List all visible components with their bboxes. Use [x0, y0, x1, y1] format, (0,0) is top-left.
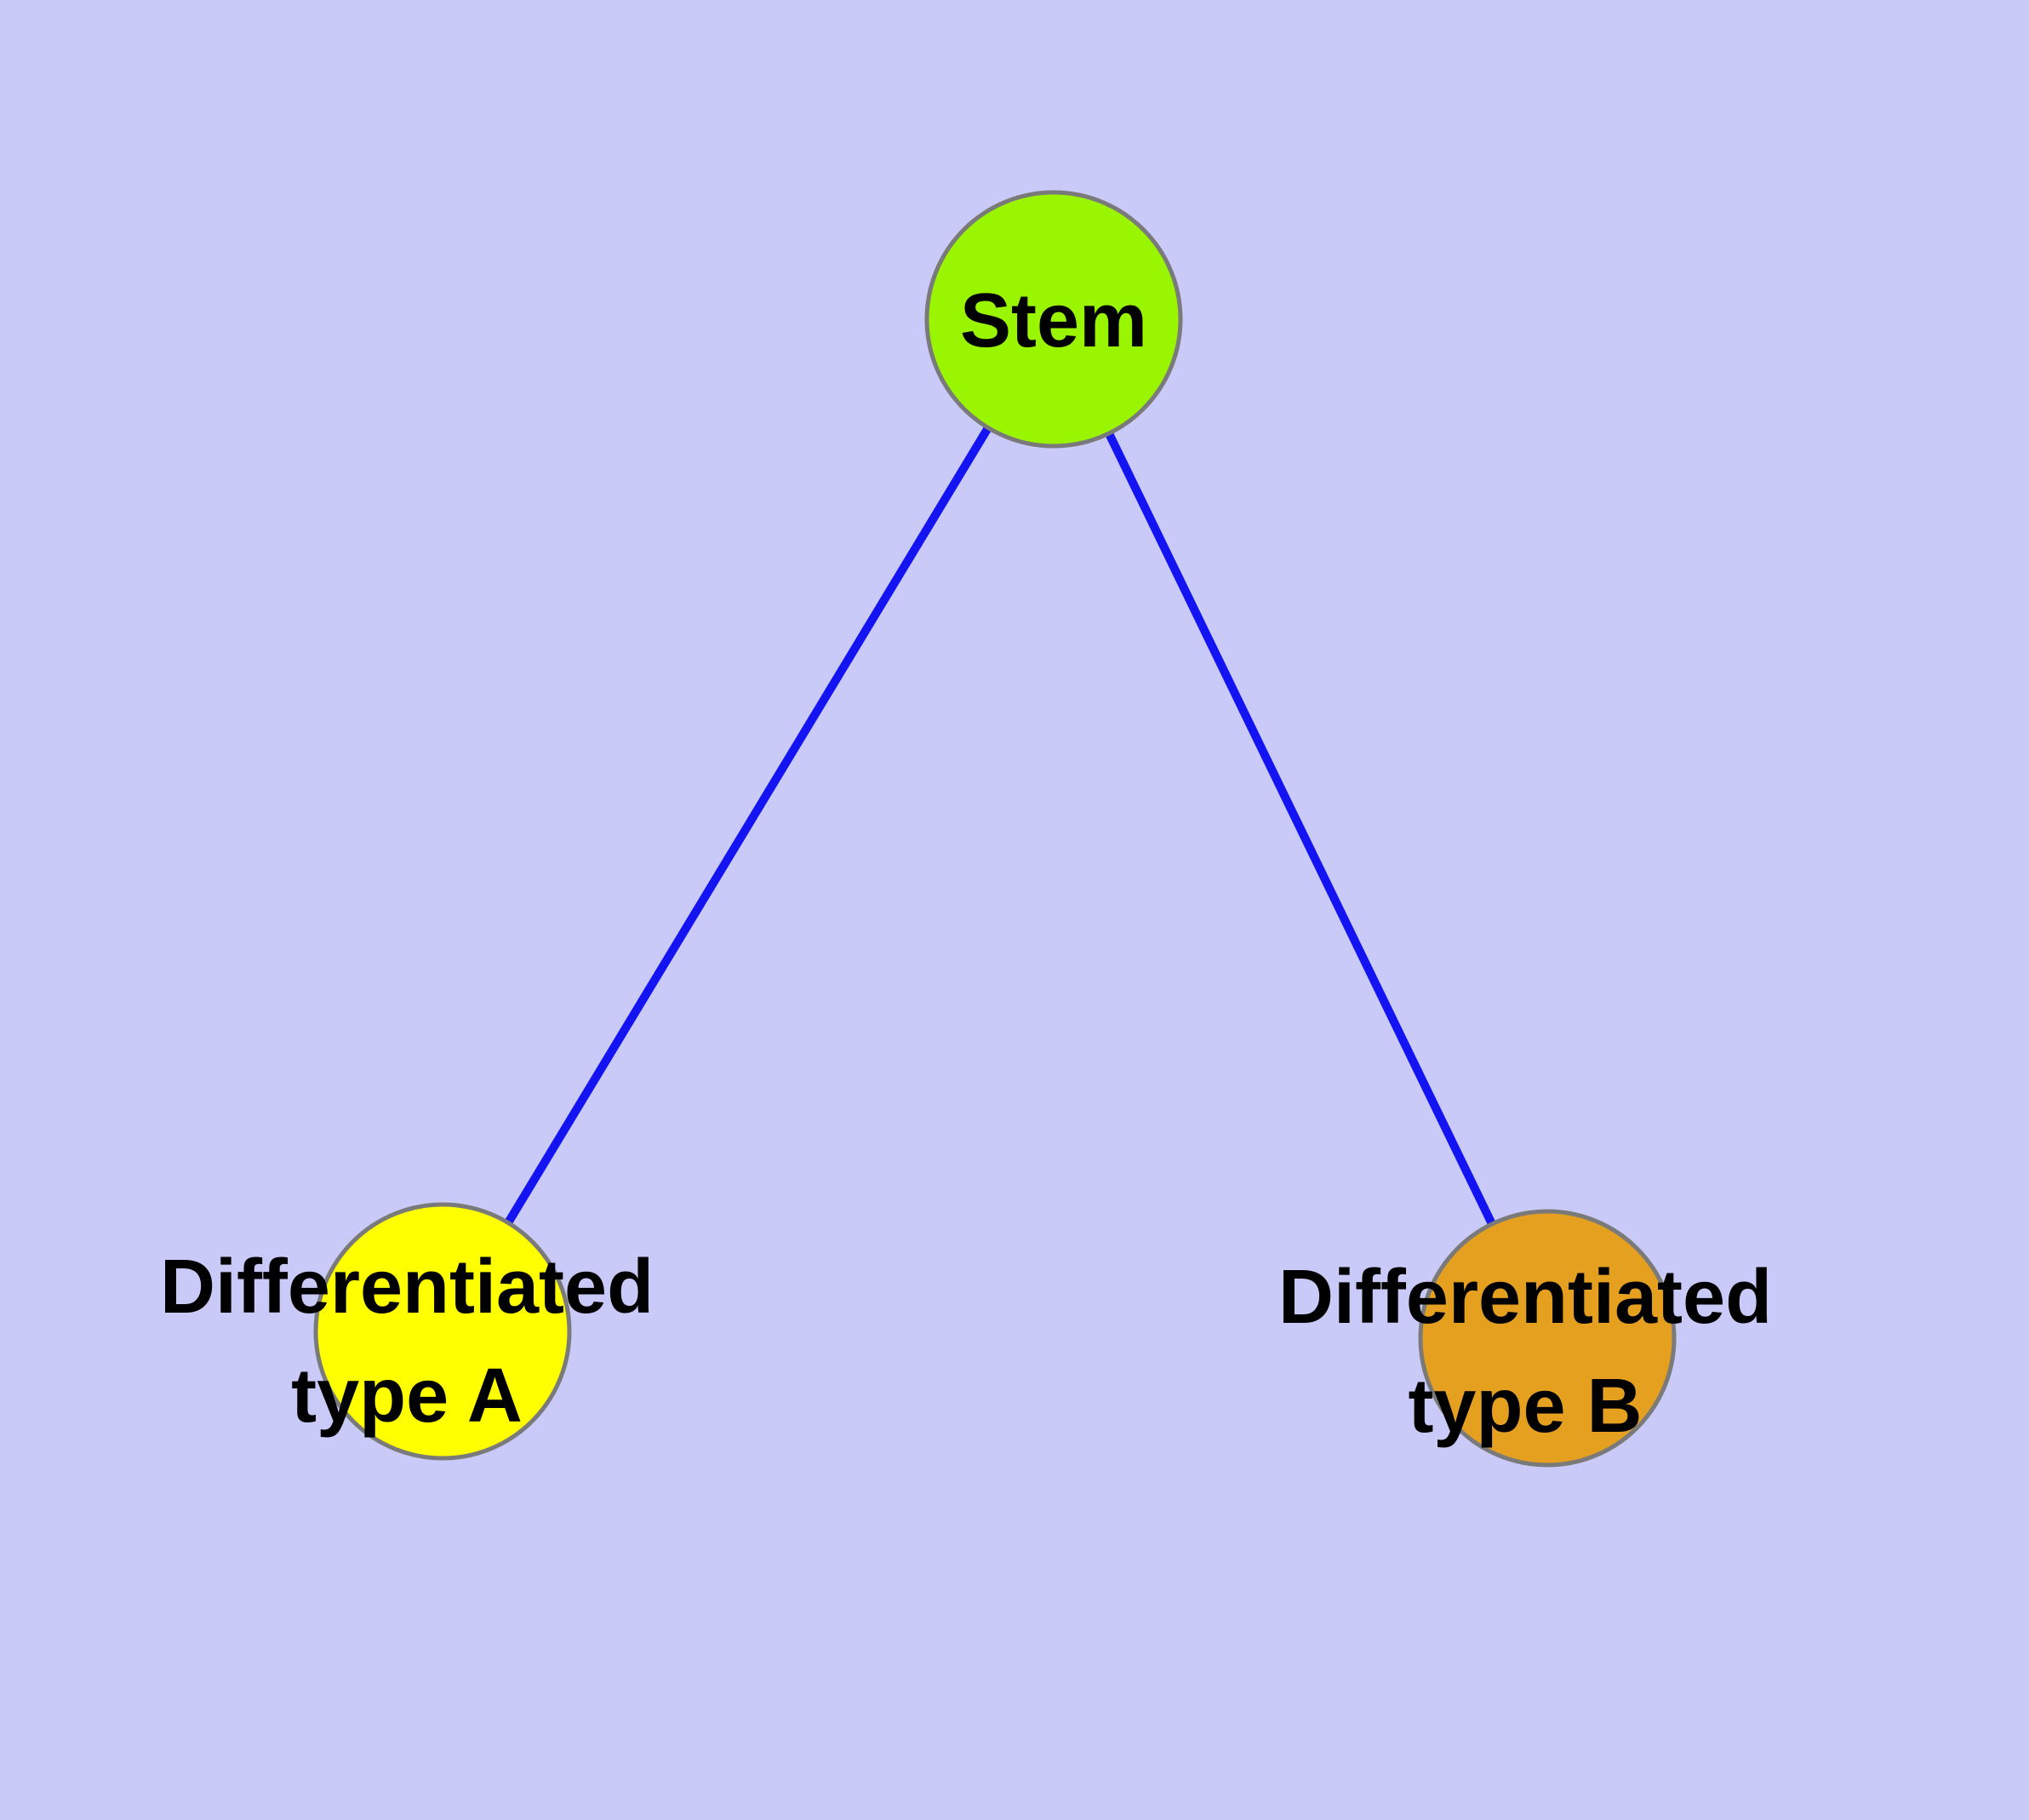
node-type-a-circle [313, 1202, 572, 1461]
node-type-b-label: Differentiated type B [1277, 1255, 1773, 1449]
node-stem-circle [924, 190, 1183, 449]
node-type-a-label: Differentiated type A [159, 1245, 654, 1439]
edge-stem-to-type-b [1049, 317, 1552, 1341]
node-type-b-circle [1418, 1209, 1677, 1468]
node-stem-label: Stem [959, 278, 1148, 363]
edge-stem-to-type-a [438, 317, 1058, 1334]
